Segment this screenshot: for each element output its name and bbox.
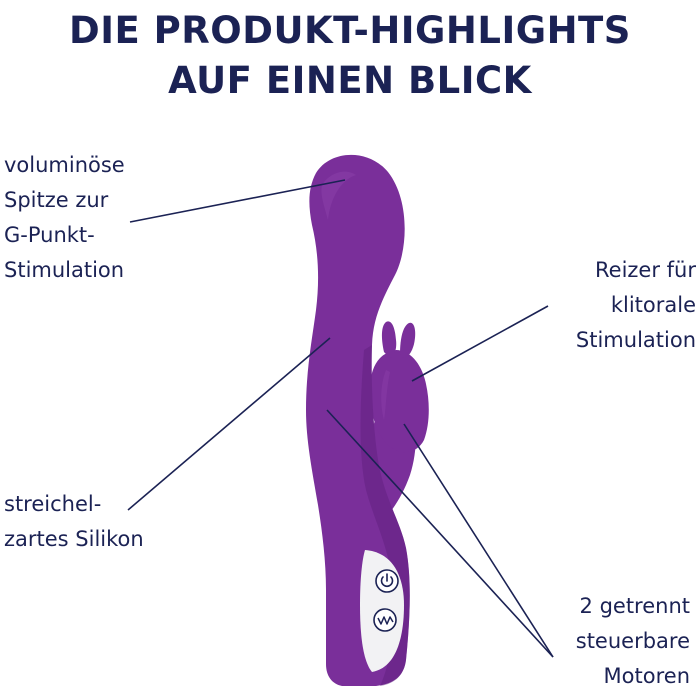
stimulator-ear-left xyxy=(381,321,397,358)
callout-silicone-label: streichel- zartes Silikon xyxy=(4,487,144,557)
title-line-2: AUF EINEN BLICK xyxy=(168,59,532,102)
callout-motors-line: steuerbare xyxy=(575,629,690,653)
shaft-body xyxy=(306,154,410,687)
control-panel xyxy=(360,550,404,672)
callout-clit-line: Stimulation xyxy=(575,328,696,352)
power-button[interactable] xyxy=(375,569,399,593)
callout-tip-line: Stimulation xyxy=(4,258,125,282)
callout-line-silicone xyxy=(127,337,331,511)
clitoral-stimulator-arm xyxy=(360,321,429,515)
stimulator-highlight xyxy=(381,370,390,420)
callout-line-motor-1 xyxy=(326,409,554,658)
callout-clit-line: klitorale xyxy=(610,293,696,317)
stimulator-ear-right xyxy=(400,322,416,358)
stimulator-head xyxy=(369,350,429,453)
callout-tip-line: voluminöse xyxy=(4,153,125,177)
callout-silicone-line: zartes Silikon xyxy=(4,527,144,551)
callout-motors-line: Motoren xyxy=(603,664,690,688)
callout-tip-line: G-Punkt- xyxy=(4,223,95,247)
callout-clit-line: Reizer für xyxy=(595,258,696,282)
callout-line-clit xyxy=(411,305,549,382)
vibration-mode-icon xyxy=(377,616,394,625)
callout-silicone-line: streichel- xyxy=(4,492,102,516)
callout-motors-label: 2 getrennt steuerbare Motoren xyxy=(576,589,690,694)
callout-line-motor-2 xyxy=(403,423,554,658)
power-icon xyxy=(380,573,394,588)
title-line-1: DIE PRODUKT-HIGHLIGHTS xyxy=(69,9,631,52)
callout-line-tip xyxy=(129,179,346,223)
callout-clit-label: Reizer für klitorale Stimulation xyxy=(576,253,696,358)
vibration-button[interactable] xyxy=(373,608,397,632)
callout-tip-label: voluminöse Spitze zur G-Punkt- Stimulati… xyxy=(4,148,125,288)
page-title: DIE PRODUKT-HIGHLIGHTS AUF EINEN BLICK xyxy=(0,6,700,106)
callout-motors-line: 2 getrennt xyxy=(579,594,690,618)
callout-lines xyxy=(127,179,554,658)
callout-tip-line: Spitze zur xyxy=(4,188,109,212)
